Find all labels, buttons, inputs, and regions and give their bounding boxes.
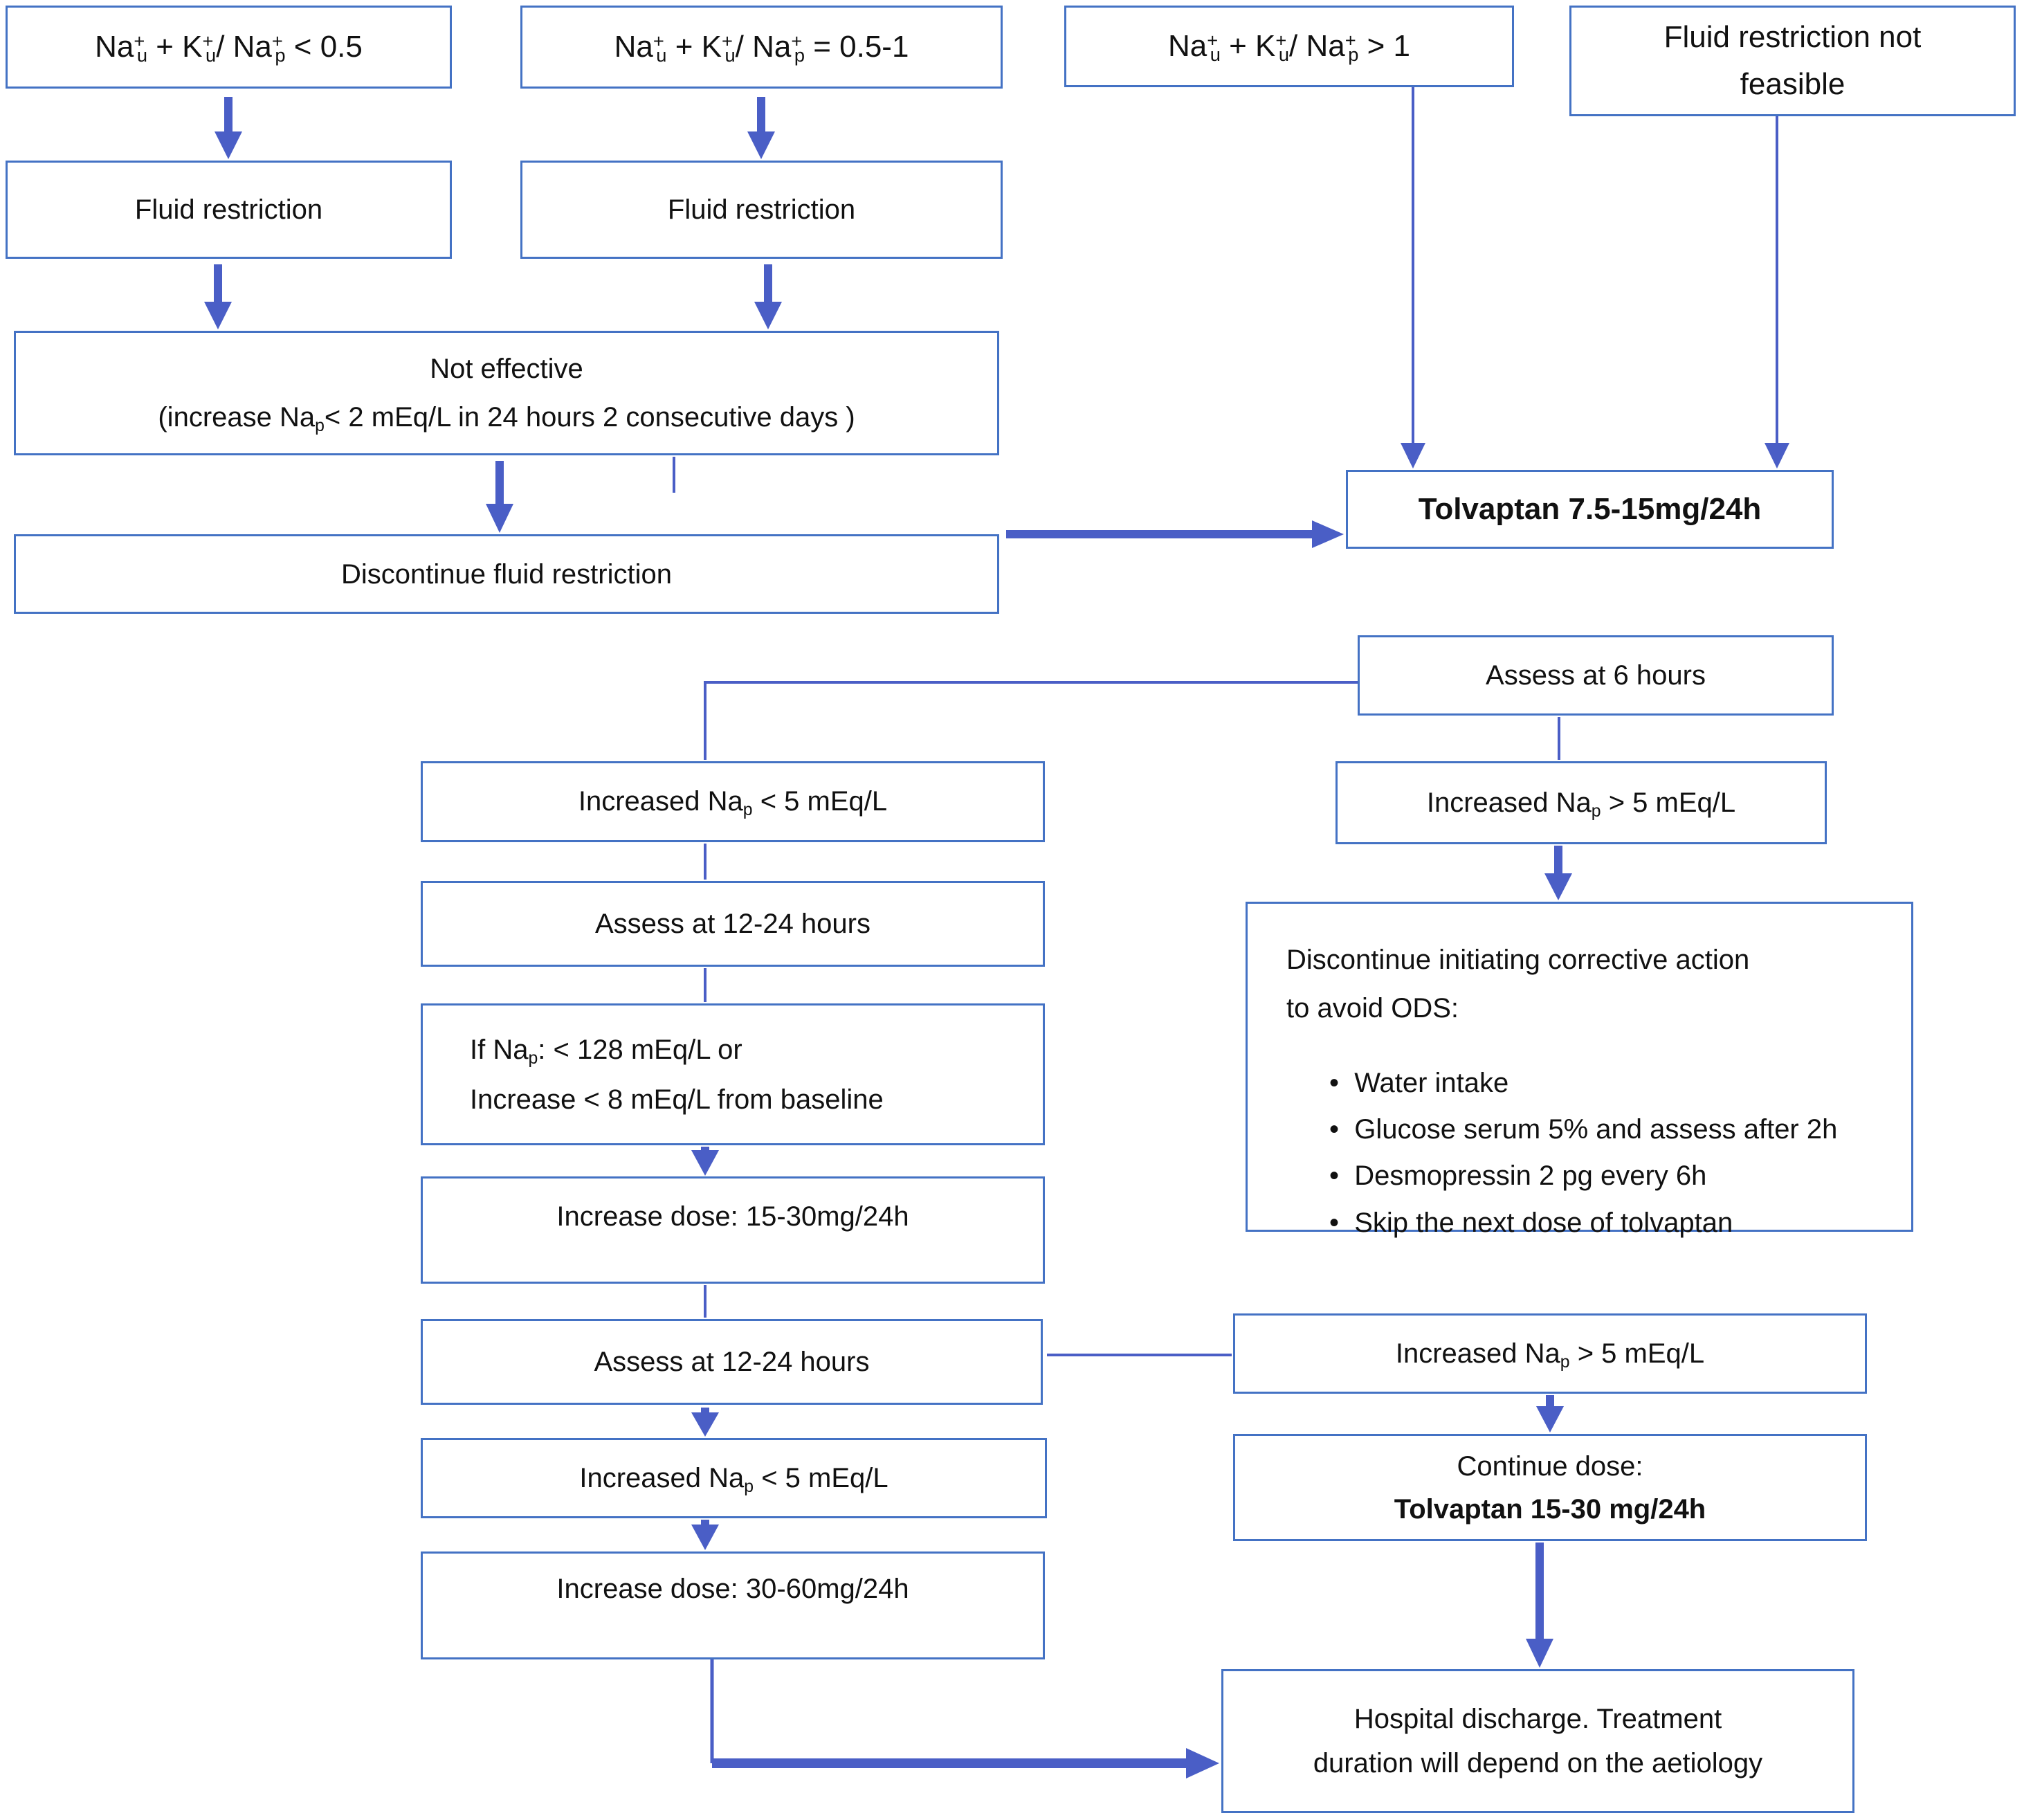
- arrow-cond1-to-fluid1: [215, 97, 242, 159]
- node-ratio-less-05-label: Na+u + K+u/ Na+p < 0.5: [95, 29, 363, 66]
- arrow-inc-dose-3060-to-discharge: [710, 1659, 1219, 1778]
- arrow-cond4-to-tolvaptan: [1765, 116, 1789, 468]
- node-hospital-discharge-line1: Hospital discharge. Treatment: [1353, 1704, 1722, 1734]
- node-increased-nap-less5-a-label: Increased Nap < 5 mEq/L: [578, 786, 888, 820]
- line-assess6h-to-inc-less5-a: [704, 681, 1358, 760]
- arrow-assess1224-b-to-inc-less5-b: [691, 1408, 719, 1437]
- node-discontinue-fluid-restriction-label: Discontinue fluid restriction: [341, 558, 672, 590]
- node-increased-nap-less5-b-label: Increased Nap < 5 mEq/L: [579, 1462, 888, 1496]
- node-increased-nap-more5-b-label: Increased Nap > 5 mEq/L: [1395, 1338, 1705, 1372]
- ods-bullet-list: Water intakeGlucose serum 5% and assess …: [1286, 1060, 1837, 1246]
- arrow-inc-less5-b-to-inc-dose-3060: [691, 1520, 719, 1550]
- node-increased-nap-more5-b: Increased Nap > 5 mEq/L: [1233, 1313, 1867, 1394]
- node-ods-line2: to avoid ODS:: [1286, 993, 1459, 1023]
- node-increased-nap-less5-a: Increased Nap < 5 mEq/L: [421, 761, 1045, 842]
- node-if-nap-condition: If Nap: < 128 mEq/L or Increase < 8 mEq/…: [421, 1003, 1045, 1145]
- node-assess-12-24-b: Assess at 12-24 hours: [421, 1319, 1043, 1405]
- node-fluid-restriction-not-feasible: Fluid restriction not feasible: [1569, 6, 2016, 116]
- node-increase-dose-15-30: Increase dose: 15-30mg/24h: [421, 1176, 1045, 1284]
- node-increase-dose-30-60-label: Increase dose: 30-60mg/24h: [556, 1574, 909, 1604]
- node-ods-line1: Discontinue initiating corrective action: [1286, 945, 1750, 975]
- node-hospital-discharge: Hospital discharge. Treatment duration w…: [1221, 1669, 1854, 1813]
- node-if-nap-condition-line1: If Nap: < 128 mEq/L or: [470, 1035, 742, 1068]
- arrow-inc-more5-b-to-continue-dose: [1536, 1395, 1564, 1432]
- node-fluid-restriction-not-feasible-line1: Fluid restriction not: [1663, 19, 1922, 54]
- node-hospital-discharge-line2: duration will depend on the aetiology: [1313, 1748, 1763, 1778]
- node-discontinue-fluid-restriction: Discontinue fluid restriction: [14, 534, 999, 614]
- arrow-fluid1-to-not-effective: [204, 264, 232, 329]
- node-assess-12-24-b-label: Assess at 12-24 hours: [594, 1347, 870, 1377]
- arrow-inc-more5-a-to-ods: [1544, 846, 1572, 900]
- node-increase-dose-15-30-label: Increase dose: 15-30mg/24h: [556, 1201, 909, 1232]
- node-ratio-05-1-label: Na+u + K+u/ Na+p = 0.5-1: [614, 29, 909, 66]
- node-ratio-05-1: Na+u + K+u/ Na+p = 0.5-1: [520, 6, 1003, 89]
- node-increased-nap-more5-a-label: Increased Nap > 5 mEq/L: [1426, 787, 1736, 821]
- ods-bullet-item: Glucose serum 5% and assess after 2h: [1329, 1107, 1837, 1153]
- node-fluid-restriction-2-label: Fluid restriction: [667, 194, 856, 225]
- arrow-fluid2-to-not-effective: [754, 264, 782, 329]
- node-ratio-greater-1: Na+u + K+u/ Na+p > 1: [1064, 6, 1514, 87]
- node-fluid-restriction-2: Fluid restriction: [520, 161, 1003, 259]
- node-ratio-greater-1-label: Na+u + K+u/ Na+p > 1: [1167, 28, 1411, 66]
- node-assess-12-24-a: Assess at 12-24 hours: [421, 881, 1045, 967]
- node-increased-nap-more5-a: Increased Nap > 5 mEq/L: [1335, 761, 1827, 844]
- node-fluid-restriction-not-feasible-line2: feasible: [1740, 67, 1845, 101]
- node-continue-dose-tolvaptan-15-30: Continue dose: Tolvaptan 15-30 mg/24h: [1233, 1434, 1867, 1541]
- arrow-continue-dose-to-discharge: [1526, 1543, 1553, 1668]
- ods-bullet-item: Skip the next dose of tolvaptan: [1329, 1200, 1837, 1246]
- node-assess-6-hours-label: Assess at 6 hours: [1486, 660, 1706, 691]
- node-fluid-restriction-1: Fluid restriction: [6, 161, 452, 259]
- arrow-not-effective-to-discontinue: [486, 461, 513, 533]
- ods-bullet-item: Water intake: [1329, 1060, 1837, 1107]
- node-discontinue-corrective-action-ods: Discontinue initiating corrective action…: [1246, 902, 1913, 1238]
- arrow-if-nap-to-inc-dose-1530: [691, 1147, 719, 1176]
- node-assess-12-24-a-label: Assess at 12-24 hours: [595, 909, 870, 939]
- node-not-effective-line2: (increase Nap< 2 mEq/L in 24 hours 2 con…: [158, 402, 855, 435]
- node-continue-dose-line2: Tolvaptan 15-30 mg/24h: [1394, 1493, 1706, 1525]
- node-increase-dose-30-60: Increase dose: 30-60mg/24h: [421, 1551, 1045, 1659]
- arrow-cond2-to-fluid2: [747, 97, 775, 159]
- node-ratio-less-05: Na+u + K+u/ Na+p < 0.5: [6, 6, 452, 89]
- node-if-nap-condition-line2: Increase < 8 mEq/L from baseline: [470, 1084, 884, 1115]
- node-assess-6-hours: Assess at 6 hours: [1358, 635, 1834, 716]
- node-fluid-restriction-1-label: Fluid restriction: [134, 194, 323, 225]
- node-not-effective: Not effective (increase Nap< 2 mEq/L in …: [14, 331, 999, 455]
- node-not-effective-line1: Not effective: [430, 354, 583, 384]
- node-tolvaptan-75-15: Tolvaptan 7.5-15mg/24h: [1346, 470, 1834, 549]
- ods-bullet-item: Desmopressin 2 pg every 6h: [1329, 1153, 1837, 1199]
- node-increased-nap-less5-b: Increased Nap < 5 mEq/L: [421, 1438, 1047, 1518]
- node-tolvaptan-75-15-label: Tolvaptan 7.5-15mg/24h: [1418, 491, 1762, 526]
- arrow-discontinue-to-tolvaptan: [1006, 520, 1344, 548]
- node-continue-dose-line1: Continue dose:: [1457, 1450, 1643, 1482]
- arrow-cond3-to-tolvaptan: [1401, 87, 1425, 468]
